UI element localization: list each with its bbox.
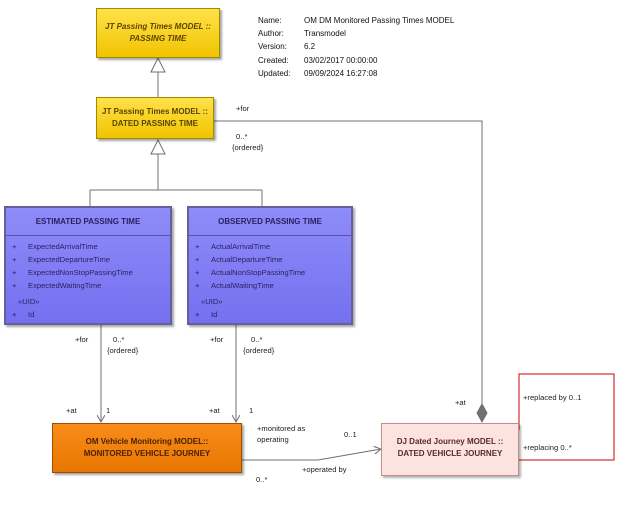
label-est-ordered: {ordered} (107, 346, 139, 355)
attribute-name: Id (211, 310, 218, 319)
meta-version-row: Version: 6.2 (258, 40, 454, 53)
meta-author-row: Author: Transmodel (258, 27, 454, 40)
attribute-visibility: + (12, 310, 17, 319)
meta-created-row: Created: 03/02/2017 00:00:00 (258, 54, 454, 67)
class-passing-time-namespace: JT Passing Times MODEL :: (105, 22, 211, 31)
attribute-name: ActualDepartureTime (211, 255, 283, 264)
attribute-visibility: + (195, 255, 200, 264)
class-dated-passing-time-name: DATED PASSING TIME (112, 119, 198, 128)
class-observed-title: OBSERVED PASSING TIME (189, 208, 351, 236)
class-mvj-name: MONITORED VEHICLE JOURNEY (83, 449, 211, 458)
label-operating: operating (257, 435, 289, 444)
attribute-row: + ActualNonStopPassingTime (195, 266, 351, 279)
attribute-row: + ExpectedNonStopPassingTime (12, 266, 170, 279)
attribute-visibility: + (12, 281, 17, 290)
attribute-row: + Id (12, 308, 170, 321)
label-dated-at: +at (455, 398, 466, 407)
meta-key: Version: (258, 42, 287, 52)
model-metadata: Name: OM DM Monitored Passing Times MODEL… (258, 14, 454, 80)
label-obs-for: +for (210, 335, 224, 344)
attribute-name: ActualNonStopPassingTime (211, 268, 306, 277)
uid-stereotype: «UID» (18, 297, 40, 306)
attribute-visibility: + (195, 281, 200, 290)
class-djv-name: DATED VEHICLE JOURNEY (397, 449, 503, 458)
class-mvj-namespace: OM Vehicle Monitoring MODEL:: (85, 437, 209, 446)
attribute-visibility: + (195, 268, 200, 277)
attribute-visibility: + (12, 255, 17, 264)
label-est-one: 1 (106, 406, 111, 415)
class-dated-passing-time[interactable]: JT Passing Times MODEL :: DATED PASSING … (96, 97, 214, 139)
class-dated-passing-time-namespace: JT Passing Times MODEL :: (102, 107, 208, 116)
attribute-name: ExpectedWaitingTime (28, 281, 102, 290)
label-mult-bottom: 0..* (256, 475, 268, 484)
meta-key: Created: (258, 55, 289, 65)
class-djv-namespace: DJ Dated Journey MODEL :: (396, 437, 504, 446)
label-obs-at: +at (209, 406, 220, 415)
attribute-name: ExpectedDepartureTime (28, 255, 111, 264)
class-observed-attributes: +ActualArrivalTime +ActualDepartureTime … (189, 236, 351, 321)
label-operated-by: +operated by (302, 465, 347, 474)
attribute-visibility: + (12, 242, 17, 251)
label-obs-ordered: {ordered} (243, 346, 275, 355)
meta-updated-row: Updated: 09/09/2024 16:27:08 (258, 67, 454, 80)
class-dated-vehicle-journey[interactable]: DJ Dated Journey MODEL :: DATED VEHICLE … (381, 423, 519, 476)
label-mult-01: 0..1 (344, 430, 357, 439)
meta-name-row: Name: OM DM Monitored Passing Times MODEL (258, 14, 454, 27)
attribute-visibility: + (195, 242, 200, 251)
attribute-row: + ActualArrivalTime (195, 240, 351, 253)
attribute-name: Id (28, 310, 35, 319)
class-estimated-passing-time[interactable]: ESTIMATED PASSING TIME + ExpectedArrivalT… (4, 206, 172, 325)
label-replaced-by: +replaced by 0..1 (523, 393, 582, 402)
label-est-for: +for (75, 335, 89, 344)
label-est-at: +at (66, 406, 77, 415)
uid-stereotype: «UID» (201, 297, 223, 306)
aggregation-diamond (476, 402, 488, 424)
attribute-visibility: + (12, 268, 17, 277)
attribute-row: + ActualWaitingTime (195, 279, 351, 292)
generalization-arrowhead-top (150, 56, 166, 73)
meta-value: OM DM Monitored Passing Times MODEL (304, 16, 455, 25)
meta-value: Transmodel (304, 29, 346, 39)
label-est-mult: 0..* (113, 335, 125, 344)
meta-key: Updated: (258, 68, 291, 78)
class-passing-time[interactable]: JT Passing Times MODEL :: PASSING TIME (96, 8, 220, 58)
label-obs-mult: 0..* (251, 335, 263, 344)
attribute-name: ExpectedNonStopPassingTime (28, 268, 133, 277)
attribute-row: + ActualDepartureTime (195, 253, 351, 266)
meta-value: 03/02/2017 00:00:00 (304, 55, 378, 65)
attribute-row: + Id (195, 308, 351, 321)
association-mvj-to-djv (242, 449, 381, 461)
generalization-arrowhead-mid (150, 138, 166, 155)
association-dated-passing-to-djv (214, 120, 483, 407)
label-mult-top: 0..* (236, 132, 248, 141)
class-observed-passing-time[interactable]: OBSERVED PASSING TIME + ActualArrivalTime… (187, 206, 353, 325)
meta-value: 6.2 (304, 42, 316, 52)
attribute-row: + ExpectedWaitingTime (12, 279, 170, 292)
class-estimated-title: ESTIMATED PASSING TIME (6, 208, 170, 236)
attribute-row: + ExpectedArrivalTime (12, 240, 170, 253)
class-passing-time-name: PASSING TIME (129, 34, 187, 43)
label-obs-one: 1 (249, 406, 254, 415)
attribute-visibility: + (195, 310, 200, 319)
meta-value: 09/09/2024 16:27:08 (304, 68, 378, 78)
attribute-name: ActualArrivalTime (211, 242, 271, 251)
label-monitored-as: +monitored as (257, 424, 306, 433)
meta-key: Name: (258, 16, 282, 25)
attribute-name: ExpectedArrivalTime (28, 242, 98, 251)
attribute-row: + ExpectedDepartureTime (12, 253, 170, 266)
attribute-name: ActualWaitingTime (211, 281, 274, 290)
label-ordered-top: {ordered} (232, 143, 264, 152)
class-estimated-attributes: + ExpectedArrivalTime + ExpectedDepartureT… (6, 236, 170, 321)
label-replacing: +replacing 0..* (523, 443, 572, 452)
meta-key: Author: (258, 29, 284, 39)
class-monitored-vehicle-journey[interactable]: OM Vehicle Monitoring MODEL:: MONITORED … (52, 423, 242, 473)
label-for-top: +for (236, 104, 250, 113)
